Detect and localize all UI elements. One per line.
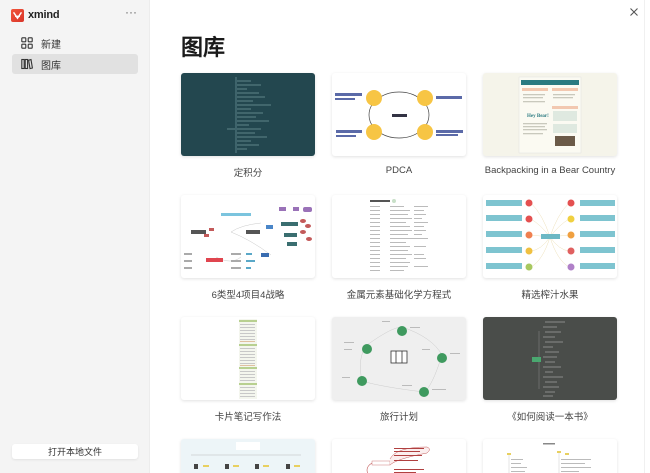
template-thumbnail[interactable] — [332, 73, 466, 156]
template-label: Backpacking in a Bear Country — [484, 165, 616, 176]
template-thumbnail[interactable] — [181, 195, 315, 278]
template-label: 精选榨汁水果 — [521, 290, 579, 301]
sidebar-item-label: 新建 — [41, 39, 61, 51]
template-thumbnail[interactable] — [181, 439, 315, 473]
page-title: 图库 — [181, 35, 226, 60]
sidebar-nav: 新建 图库 — [12, 33, 138, 75]
template-thumbnail[interactable] — [483, 195, 617, 278]
template-thumbnail[interactable] — [332, 439, 466, 473]
template-card[interactable]: 《如何阅读一本书》 — [483, 317, 617, 423]
template-card[interactable]: 金属元素基础化学方程式 — [332, 195, 466, 301]
library-panel: 图库 — [150, 0, 650, 473]
template-card[interactable]: PDCA — [332, 73, 466, 176]
template-label: 卡片笔记写作法 — [214, 412, 282, 423]
more-menu-button[interactable]: ··· — [125, 5, 137, 19]
close-icon[interactable] — [628, 5, 640, 17]
brand: xmind — [11, 7, 60, 23]
xmind-logo-icon — [11, 8, 24, 22]
template-label: 定积分 — [233, 168, 263, 179]
template-card[interactable]: 6类型4项目4战略 — [181, 195, 315, 301]
template-card[interactable]: 卡片笔记写作法 — [181, 317, 315, 423]
template-card[interactable]: 精选榨汁水果 — [483, 195, 617, 301]
template-label: 金属元素基础化学方程式 — [346, 290, 452, 301]
template-card[interactable]: 定积分 — [181, 73, 315, 179]
scrollbar[interactable] — [644, 0, 650, 473]
template-card[interactable] — [181, 439, 315, 473]
sidebar-item-label: 图库 — [41, 60, 61, 72]
svg-text:Hey Bear!: Hey Bear! — [527, 114, 549, 119]
template-card[interactable]: 旅行计划 — [332, 317, 466, 423]
template-card[interactable]: Hey Bear! Backpacking in a Bear Country — [483, 73, 617, 176]
template-card[interactable] — [332, 439, 466, 473]
template-label: PDCA — [385, 165, 413, 176]
sidebar-item-new[interactable]: 新建 — [12, 33, 138, 53]
open-local-file-button[interactable]: 打开本地文件 — [12, 444, 138, 459]
brand-name: xmind — [28, 9, 60, 21]
template-card[interactable] — [483, 439, 617, 473]
template-label: 旅行计划 — [379, 412, 418, 423]
template-thumbnail[interactable] — [332, 317, 466, 400]
library-icon — [21, 58, 33, 70]
template-thumbnail[interactable] — [332, 195, 466, 278]
template-thumbnail[interactable] — [181, 317, 315, 400]
grid-icon — [21, 37, 33, 49]
template-thumbnail[interactable] — [483, 317, 617, 400]
template-label: 《如何阅读一本书》 — [507, 412, 593, 423]
template-thumbnail[interactable] — [181, 73, 315, 156]
sidebar: xmind ··· 新建 图库 打开本地文件 — [0, 0, 150, 473]
template-thumbnail[interactable]: Hey Bear! — [483, 73, 617, 156]
template-label: 6类型4项目4战略 — [211, 290, 285, 301]
template-thumbnail[interactable] — [483, 439, 617, 473]
sidebar-item-library[interactable]: 图库 — [12, 54, 138, 74]
